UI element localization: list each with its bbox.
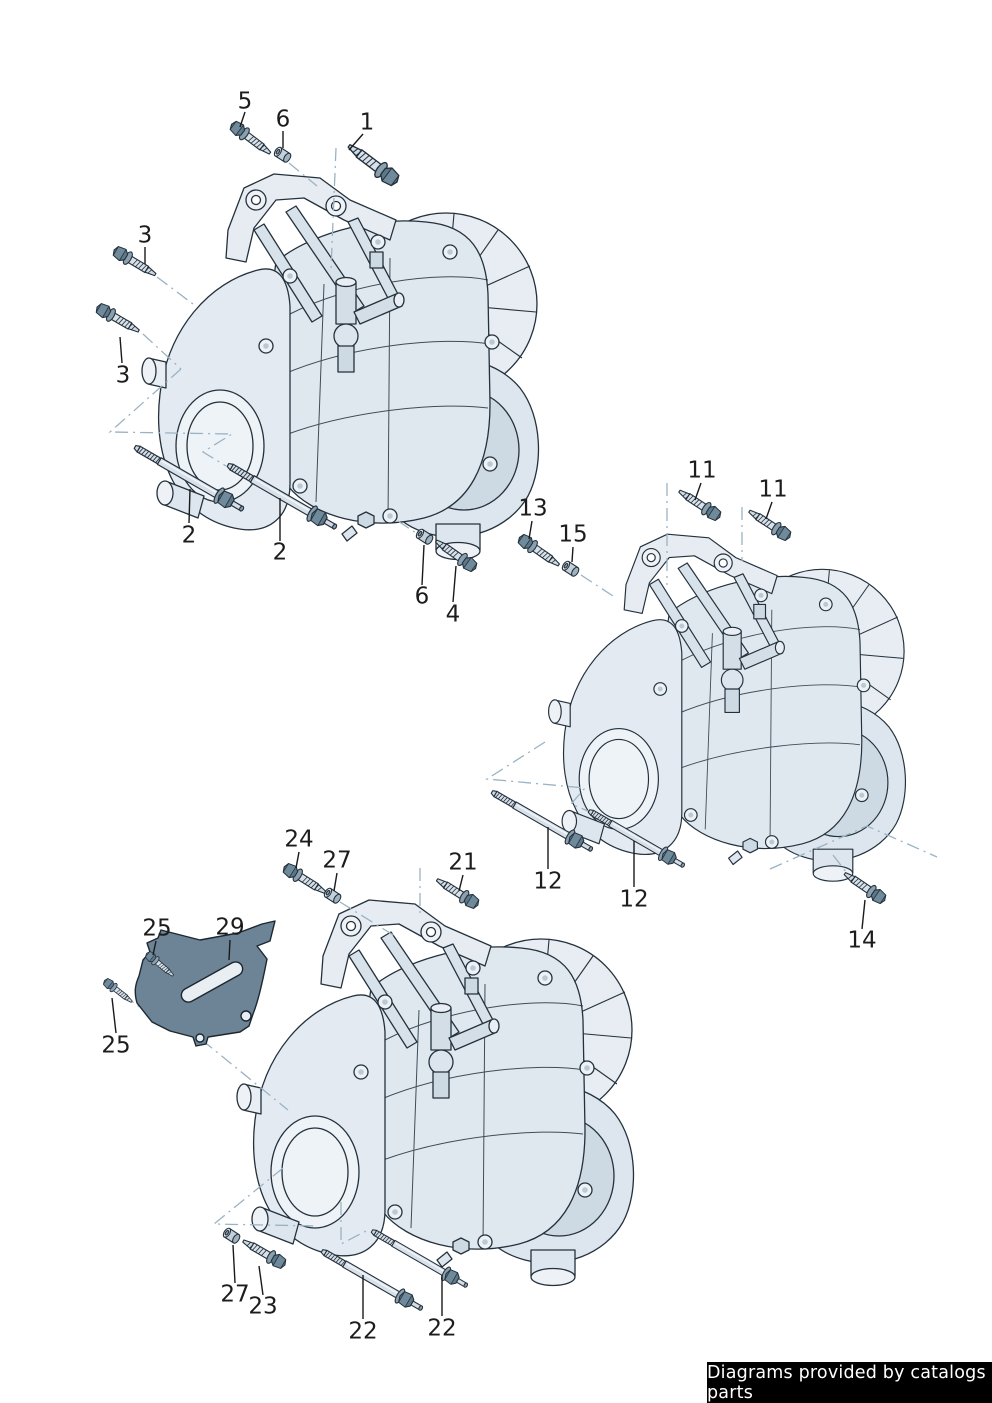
callout-1: 1 — [359, 109, 375, 136]
callout-5: 5 — [237, 88, 253, 115]
footer-credit-bar: Diagrams provided by catalogs parts — [707, 1362, 992, 1403]
callout-12b: 12 — [619, 886, 649, 913]
callout-24: 24 — [284, 826, 314, 853]
bolt-3a — [109, 243, 160, 282]
bushing-27b — [221, 1226, 242, 1245]
callout-3a: 3 — [137, 222, 153, 249]
bolt-3b — [93, 300, 143, 338]
callout-4: 4 — [445, 601, 461, 628]
bushing-27a — [322, 886, 343, 905]
callout-14: 14 — [847, 927, 877, 954]
callout-23: 23 — [248, 1293, 278, 1320]
callout-12a: 12 — [533, 868, 563, 895]
cover-plate-29 — [134, 920, 276, 1047]
bolt-25b — [100, 976, 136, 1007]
callout-25b: 25 — [101, 1032, 131, 1059]
callout-11b: 11 — [758, 476, 788, 503]
callout-22b: 22 — [427, 1315, 457, 1342]
gearbox-view-3 — [236, 899, 635, 1287]
callout-21: 21 — [448, 849, 478, 876]
callout-27b: 27 — [220, 1281, 250, 1308]
bushing-6a — [272, 145, 293, 164]
bolt-11b — [745, 504, 795, 544]
gearbox-view-2 — [548, 533, 907, 882]
callout-29: 29 — [215, 914, 245, 941]
callout-13: 13 — [518, 495, 548, 522]
bushing-15 — [560, 559, 581, 578]
callout-3b: 3 — [115, 362, 131, 389]
callout-leader-lines — [111, 111, 866, 1319]
callout-2a: 2 — [181, 522, 197, 549]
footer-credit-text: Diagrams provided by catalogs parts — [707, 1362, 986, 1403]
bolt-23 — [239, 1234, 289, 1272]
bolt-13 — [514, 531, 564, 572]
callout-11a: 11 — [687, 457, 717, 484]
callout-2b: 2 — [272, 539, 288, 566]
callout-6b: 6 — [414, 583, 430, 610]
bolt-11a — [675, 484, 725, 524]
bolt-21 — [432, 873, 483, 912]
callout-15: 15 — [558, 521, 588, 548]
callout-25a: 25 — [142, 915, 172, 942]
bolt-5 — [226, 118, 275, 160]
callout-6a: 6 — [275, 106, 291, 133]
gearbox-view-1 — [141, 173, 540, 561]
callout-22a: 22 — [348, 1318, 378, 1345]
callout-27a: 27 — [322, 847, 352, 874]
